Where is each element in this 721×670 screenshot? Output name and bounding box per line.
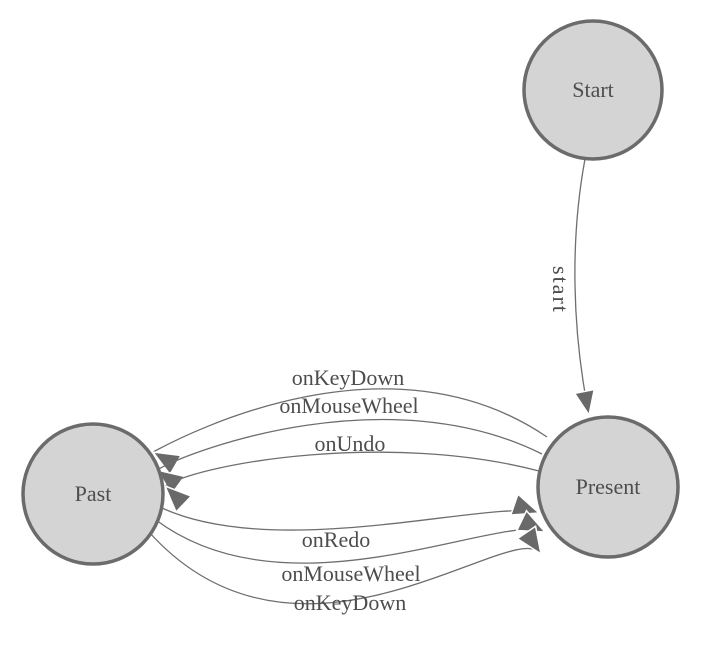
transition-label: onMouseWheel [281, 561, 420, 586]
arrowhead-icon [509, 492, 541, 516]
arrowhead-icon [155, 468, 186, 496]
transition-edge-start: start [548, 158, 596, 417]
transition-curve [574, 158, 590, 416]
state-label-past: Past [75, 481, 112, 506]
arrowhead-icon [515, 525, 543, 556]
transition-label: onUndo [315, 431, 386, 456]
state-node-present[interactable]: Present [536, 415, 680, 559]
transition-label: onMouseWheel [279, 393, 418, 418]
transition-edge-onRedo: onRedo [161, 492, 541, 552]
arrowhead-icon [163, 484, 193, 514]
transition-edge-onKeyDown: onKeyDown [148, 525, 543, 615]
transition-edge-onMouseWheel: onMouseWheel [155, 509, 547, 586]
transition-edge-onKeyDown: onKeyDown [151, 365, 548, 476]
transition-edge-onMouseWheel: onMouseWheel [155, 393, 543, 496]
transition-curve [152, 388, 548, 453]
arrowhead-icon [573, 388, 596, 417]
state-node-start[interactable]: Start [522, 19, 664, 161]
state-circle-present[interactable] [536, 415, 680, 559]
arrowhead-icon [151, 451, 183, 476]
transition-edge-onUndo: onUndo [163, 431, 540, 514]
transition-curve [164, 451, 540, 487]
transition-label: onKeyDown [294, 590, 406, 615]
state-circle-past[interactable] [21, 422, 165, 566]
state-circle-start[interactable] [522, 19, 664, 161]
transition-label: onKeyDown [292, 365, 404, 390]
state-node-past[interactable]: Past [21, 422, 165, 566]
transition-curve [156, 418, 543, 471]
state-label-start: Start [572, 77, 614, 102]
state-label-present: Present [576, 474, 641, 499]
transition-curve [148, 531, 542, 605]
transition-label: onRedo [302, 527, 370, 552]
transition-label: start [548, 266, 573, 314]
